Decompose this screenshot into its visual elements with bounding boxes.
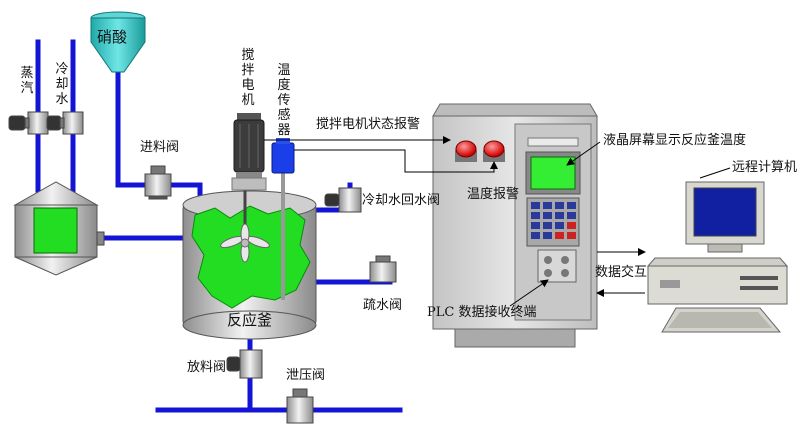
- reactor-vessel: [182, 170, 317, 340]
- keypad-icon: [526, 197, 580, 247]
- valve-icon: [226, 349, 263, 379]
- label-cooling-return-valve: 冷却水回水阀: [362, 193, 441, 208]
- preheat-tank: [13, 181, 105, 276]
- computer-icon: [646, 181, 789, 333]
- reactor-liquid: [191, 205, 311, 309]
- plc-cabinet: [432, 103, 598, 348]
- valve-icon: [46, 111, 84, 135]
- lcd-pointer-arrow: [566, 141, 601, 166]
- signal-lines: [264, 136, 731, 307]
- alarm-light-icon: [483, 140, 505, 162]
- label-stirring-motor: 搅拌电机: [241, 48, 255, 108]
- label-motor-alarm: 搅拌电机状态报警: [316, 117, 421, 132]
- alarm-light-icon: [455, 140, 477, 162]
- plc-pointer-arrow: [509, 279, 549, 307]
- label-relief-valve: 泄压阀: [286, 368, 326, 383]
- label-drain-valve: 疏水阀: [363, 298, 403, 313]
- valve-icon: [324, 187, 362, 213]
- label-remote-computer: 远程计算机: [732, 160, 798, 175]
- motor-icon: [231, 113, 267, 191]
- temp-alarm-arrow: [294, 149, 498, 173]
- temp-sensor-head: [271, 138, 295, 174]
- label-feed-valve: 进料阀: [140, 140, 180, 155]
- label-nitric-acid: 硝酸: [97, 28, 128, 46]
- nitric-acid-funnel: [90, 11, 146, 73]
- valve-icon: [369, 255, 397, 283]
- lcd-screen: [530, 156, 576, 190]
- valve-icon: [286, 388, 314, 424]
- label-reactor: 反应釜: [227, 311, 273, 329]
- label-steam: 蒸汽: [20, 66, 34, 96]
- label-cooling-water: 冷却水: [55, 62, 69, 107]
- label-plc-terminal: PLC 数据接收终端: [427, 305, 537, 320]
- label-discharge-valve: 放料阀: [187, 360, 227, 375]
- valve-icon: [144, 165, 172, 200]
- label-data-exchange: 数据交互: [595, 265, 648, 280]
- label-lcd-display: 液晶屏幕显示反应釜温度: [603, 133, 747, 148]
- agitator-icon: [220, 223, 270, 263]
- label-temp-alarm: 温度报警: [467, 187, 520, 202]
- label-temp-sensor: 温度传感器: [277, 63, 291, 138]
- valve-icon: [8, 111, 49, 135]
